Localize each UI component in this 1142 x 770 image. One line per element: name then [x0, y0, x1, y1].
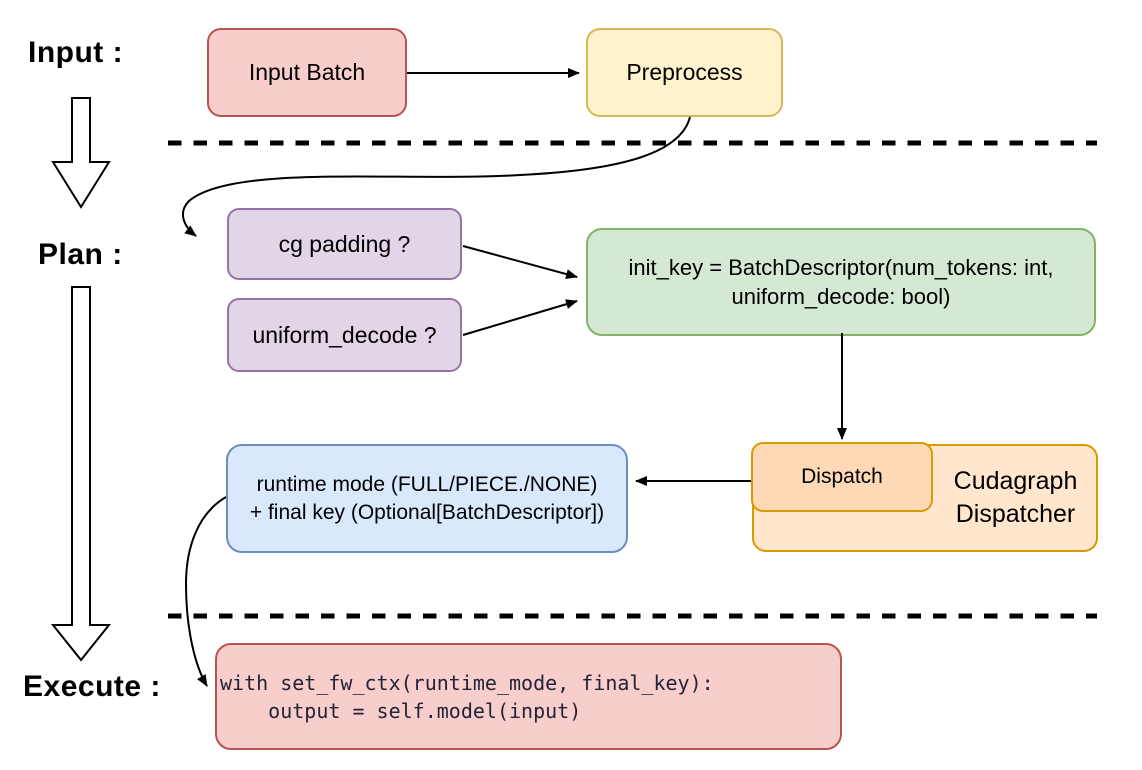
runtime-result-node: runtime mode (FULL/PIECE./NONE) + final …: [226, 444, 628, 553]
input-phase-label: Input :: [28, 36, 124, 69]
input-batch-node: Input Batch: [207, 28, 407, 117]
execute-code-line2: output = self.model(input): [220, 698, 582, 723]
input-to-plan-hollow-arrow: [51, 97, 111, 209]
execute-code-node: with set_fw_ctx(runtime_mode, final_key)…: [215, 643, 842, 750]
execute-phase-label: Execute :: [23, 670, 161, 703]
dispatch-node: Dispatch: [751, 442, 933, 512]
preprocess-label: Preprocess: [626, 59, 743, 86]
cg-padding-node: cg padding ?: [227, 208, 462, 280]
init-key-line2: uniform_decode: bool): [731, 284, 951, 309]
execute-code-line1: with set_fw_ctx(runtime_mode, final_key)…: [220, 670, 714, 695]
init-key-line1: init_key = BatchDescriptor(num_tokens: i…: [628, 254, 1054, 280]
input-batch-label: Input Batch: [248, 59, 366, 86]
runtime-result-line1: runtime mode (FULL/PIECE./NONE): [256, 472, 598, 496]
dispatch-label: Dispatch: [801, 465, 883, 489]
cudagraph-dispatcher-line2: Dispatcher: [955, 500, 1076, 528]
uniform-decode-node: uniform_decode ?: [227, 298, 462, 372]
plan-to-execute-hollow-arrow: [50, 286, 112, 662]
init-key-node: init_key = BatchDescriptor(num_tokens: i…: [586, 228, 1096, 336]
arrow-uniformdecode-to-initkey: [462, 299, 578, 336]
plan-phase-label: Plan :: [38, 238, 123, 271]
cudagraph-dispatcher-line1: Cudagraph: [953, 467, 1078, 495]
uniform-decode-label: uniform_decode ?: [252, 321, 437, 348]
arrow-cgpadding-to-initkey: [462, 245, 578, 279]
cudagraph-dispatcher-text: Cudagraph Dispatcher: [933, 444, 1098, 552]
runtime-result-line2: + final key (Optional[BatchDescriptor]): [249, 500, 605, 524]
preprocess-node: Preprocess: [586, 28, 783, 117]
cg-padding-label: cg padding ?: [278, 230, 411, 257]
